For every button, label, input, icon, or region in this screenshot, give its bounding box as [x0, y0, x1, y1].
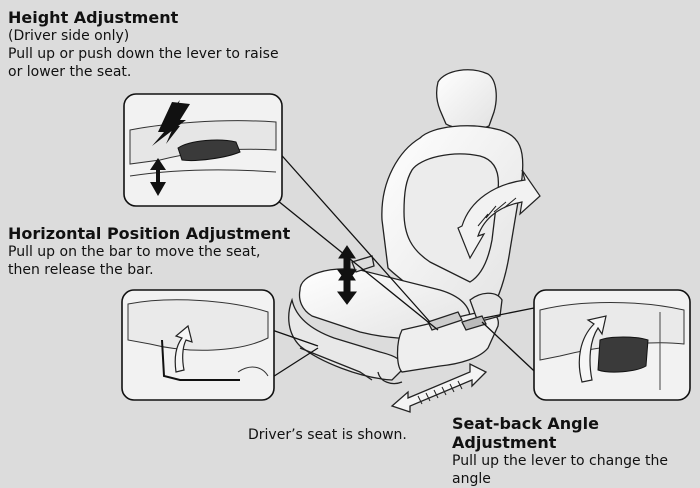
- diagram-artwork: [121, 69, 691, 413]
- seat-adjustment-diagram: Height Adjustment (Driver side only) Pul…: [8, 8, 691, 487]
- height-adjustment-note: (Driver side only): [8, 28, 130, 44]
- height-down-arrow-icon: [150, 158, 166, 196]
- horizontal-adjustment-line2: then release the bar.: [8, 262, 154, 278]
- height-lever-inset: [123, 93, 283, 207]
- horizontal-adjustment-line1: Pull up on the bar to move the seat,: [8, 244, 261, 260]
- height-adjustment-title: Height Adjustment: [8, 8, 179, 27]
- horizontal-bar-inset: [121, 289, 275, 401]
- horizontal-adjustment-text: Horizontal Position Adjustment Pull up o…: [8, 224, 308, 279]
- seat-illustration: [288, 69, 524, 385]
- seatback-angle-arrow-icon: [457, 169, 541, 260]
- horizontal-adjustment-title: Horizontal Position Adjustment: [8, 224, 291, 243]
- seatback-adjustment-line1: Pull up the lever to change the: [452, 453, 668, 469]
- seat-height-arrow-icon: [337, 245, 357, 305]
- caption: Driver’s seat is shown.: [248, 427, 407, 443]
- height-adjustment-line1: Pull up or push down the lever to raise: [8, 46, 279, 62]
- seatback-adjustment-title: Seat-back Angle Adjustment: [452, 414, 599, 452]
- seatback-adjustment-text: Seat-back Angle Adjustment Pull up the l…: [452, 414, 696, 488]
- height-adjustment-text: Height Adjustment (Driver side only) Pul…: [8, 8, 308, 81]
- height-adjustment-line2: or lower the seat.: [8, 64, 132, 80]
- horizontal-slide-arrow-icon: [390, 362, 488, 413]
- recliner-lever-inset: [533, 289, 691, 401]
- bar-lift-arrow-icon: [174, 324, 193, 373]
- seatback-adjustment-line2: angle: [452, 471, 491, 487]
- recliner-lift-arrow-icon: [578, 315, 607, 383]
